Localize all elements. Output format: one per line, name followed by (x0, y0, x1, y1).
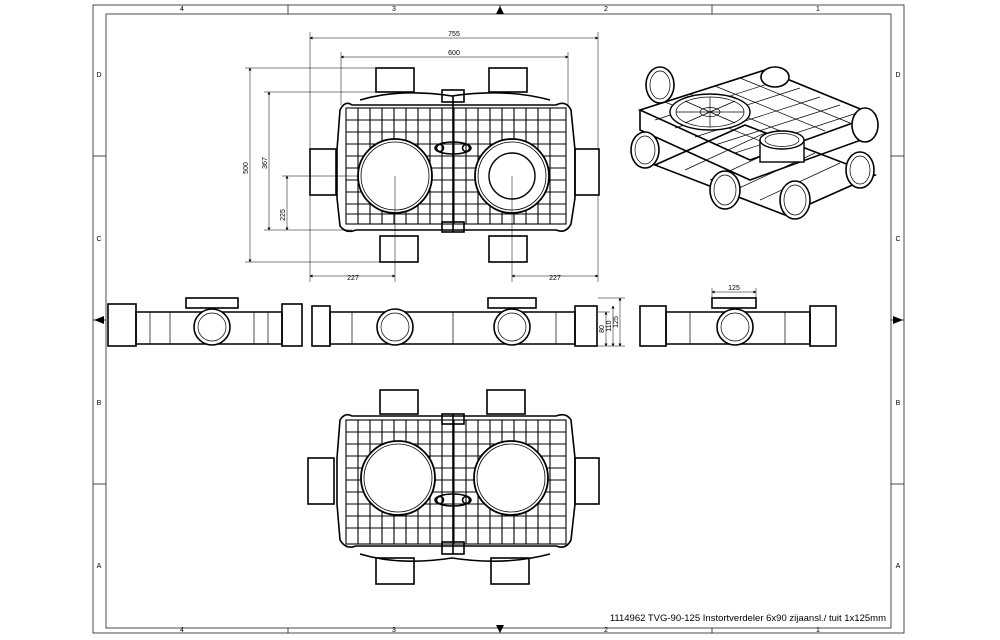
row-label: D (96, 72, 101, 79)
dimension-inner-depth: 367 (262, 157, 269, 169)
dimension-overall-width: 755 (448, 31, 460, 38)
top-view (309, 67, 600, 263)
row-label: B (896, 400, 901, 407)
row-labels-left: D C B A (96, 72, 101, 570)
dimension-left-offset: 227 (347, 275, 359, 282)
row-label: C (895, 236, 900, 243)
dimension-overall-depth: 500 (243, 162, 250, 174)
side-view-front (311, 297, 598, 347)
dimension-inner-width: 600 (448, 50, 460, 57)
isometric-view (630, 66, 879, 220)
dimension-height-a: 80 (599, 325, 606, 333)
column-label: 1 (816, 6, 820, 13)
dimension-height-c: 125 (613, 316, 620, 328)
row-label: A (97, 563, 102, 570)
dimension-height-b: 110 (606, 320, 613, 331)
row-label: B (97, 400, 102, 407)
drawing-title: 1114962 TVG-90-125 Instortverdeler 6x90 … (610, 613, 886, 624)
row-labels-right: D C B A (895, 72, 900, 570)
column-label: 2 (604, 627, 608, 634)
row-label: A (896, 563, 901, 570)
bottom-view (307, 389, 600, 585)
dimension-spigot-diameter: 125 (728, 285, 740, 292)
column-labels-top: 4 3 2 1 (180, 6, 820, 13)
drawing-frame (92, 4, 905, 634)
column-label: 4 (180, 627, 184, 634)
dimension-right-offset: 227 (549, 275, 561, 282)
column-label: 1 (816, 627, 820, 634)
side-view-dimensions: 80 110 125 (598, 297, 625, 347)
column-label: 3 (392, 6, 396, 13)
side-view-left (107, 297, 303, 347)
top-view-dimensions: 755 600 500 367 225 227 227 (243, 31, 599, 282)
column-label: 3 (392, 627, 396, 634)
column-labels-bottom: 4 3 2 1 (180, 627, 820, 634)
dimension-half-depth: 225 (280, 209, 287, 221)
column-label: 2 (604, 6, 608, 13)
row-label: D (895, 72, 900, 79)
column-label: 4 (180, 6, 184, 13)
end-view: 125 (639, 285, 837, 347)
row-label: C (96, 236, 101, 243)
